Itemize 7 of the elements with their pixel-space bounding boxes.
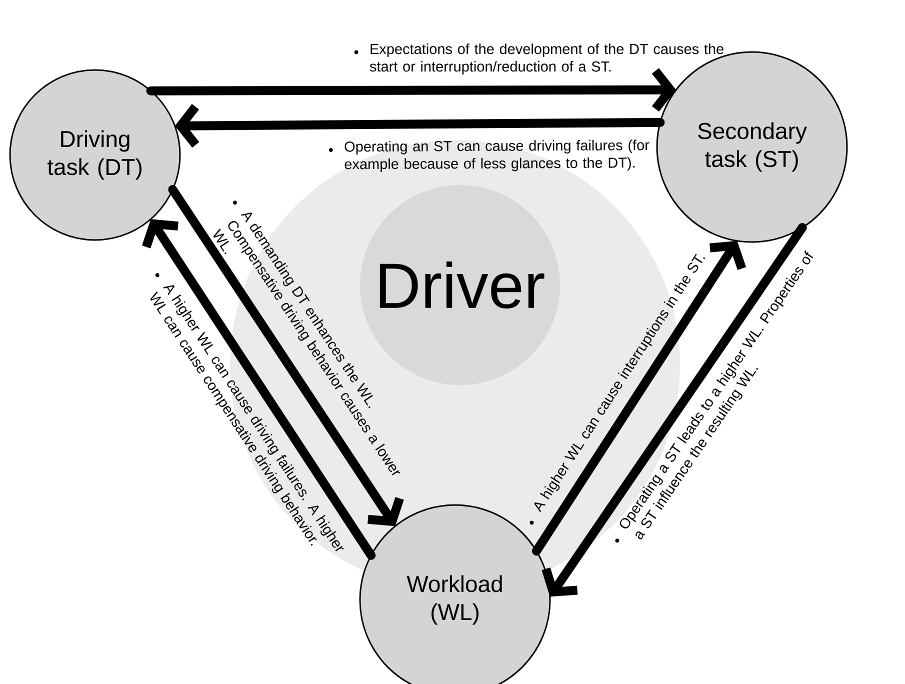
arrow <box>542 223 807 597</box>
edge-label: Operating an ST can cause driving failures (for example because of less glances to the DT). <box>344 140 650 172</box>
arrow <box>142 219 376 560</box>
arrow <box>146 68 676 112</box>
arrow <box>168 185 404 526</box>
arrow <box>174 104 665 148</box>
arrow <box>532 240 746 556</box>
